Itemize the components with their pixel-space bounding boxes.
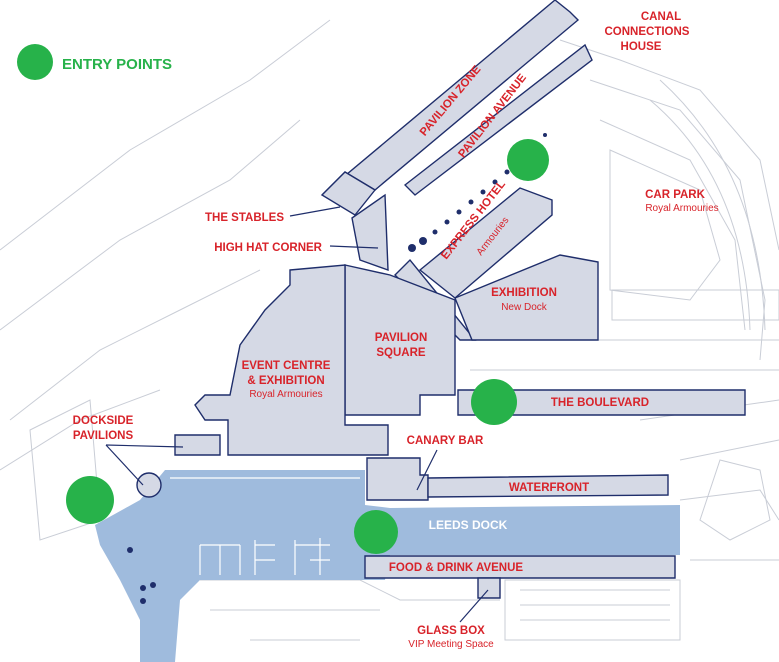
buildings [136,0,746,599]
glass-box-label: GLASS BOX [417,625,485,637]
the-stables-building[interactable] [320,171,377,216]
waterfront-building[interactable] [427,474,669,498]
entry-point-marker[interactable] [354,510,398,554]
leader-lines [105,206,489,623]
event-centre-building[interactable] [194,264,389,456]
car-park-label: CAR PARK [645,189,706,201]
dockside-pavilion-round[interactable] [136,472,162,498]
tree-dots [127,133,547,604]
event-centre-label-1: EVENT CENTRE [242,360,331,372]
entry-point-marker[interactable] [471,379,517,425]
pavilion-square-label-1: PAVILION [375,332,428,344]
the-boulevard-building[interactable] [457,389,746,416]
high-hat-corner-label: HIGH HAT CORNER [214,242,322,254]
food-drink-avenue-label: FOOD & DRINK AVENUE [389,562,524,574]
car-park-sub: Royal Armouries [645,203,718,214]
event-centre-sub: Royal Armouries [249,389,322,400]
entry-points [66,139,549,554]
express-hotel-building[interactable] [418,187,553,299]
glass-box-building[interactable] [477,577,501,599]
car-park-bays [609,79,766,331]
entry-point-marker[interactable] [507,139,549,181]
legend: ENTRY POINTS [17,44,172,80]
the-stables-label: THE STABLES [205,212,284,224]
dockside-pavilions-label-2: PAVILIONS [73,430,134,442]
dockside-pavilions-label-1: DOCKSIDE [73,415,134,427]
the-boulevard-label: THE BOULEVARD [551,397,649,409]
canal-house-label-2: CONNECTIONS [605,26,690,38]
glass-box-sub: VIP Meeting Space [408,639,494,650]
dockside-pavilion-block[interactable] [174,434,221,456]
canary-bar-label: CANARY BAR [407,435,484,447]
legend-marker [17,44,53,80]
pavilion-avenue-building[interactable] [403,43,593,196]
exhibition-label: EXHIBITION [491,287,557,299]
exhibition-sub: New Dock [501,302,548,313]
high-hat-corner-building[interactable] [351,193,389,272]
pavilion-square-label-2: SQUARE [376,347,426,359]
legend-label: ENTRY POINTS [62,56,172,73]
canary-bar-building[interactable] [366,457,429,501]
exhibition-new-dock-building[interactable] [454,254,599,341]
canal-house-label-1: CANAL [641,11,681,23]
pavilion-square-building[interactable] [344,264,456,416]
event-centre-label-2: & EXHIBITION [247,375,324,387]
canal-house-label-3: HOUSE [621,41,662,53]
waterfront-label: WATERFRONT [509,482,589,494]
entry-point-marker[interactable] [66,476,114,524]
leeds-dock-label: LEEDS DOCK [429,518,508,532]
food-drink-avenue-building[interactable] [364,555,676,579]
